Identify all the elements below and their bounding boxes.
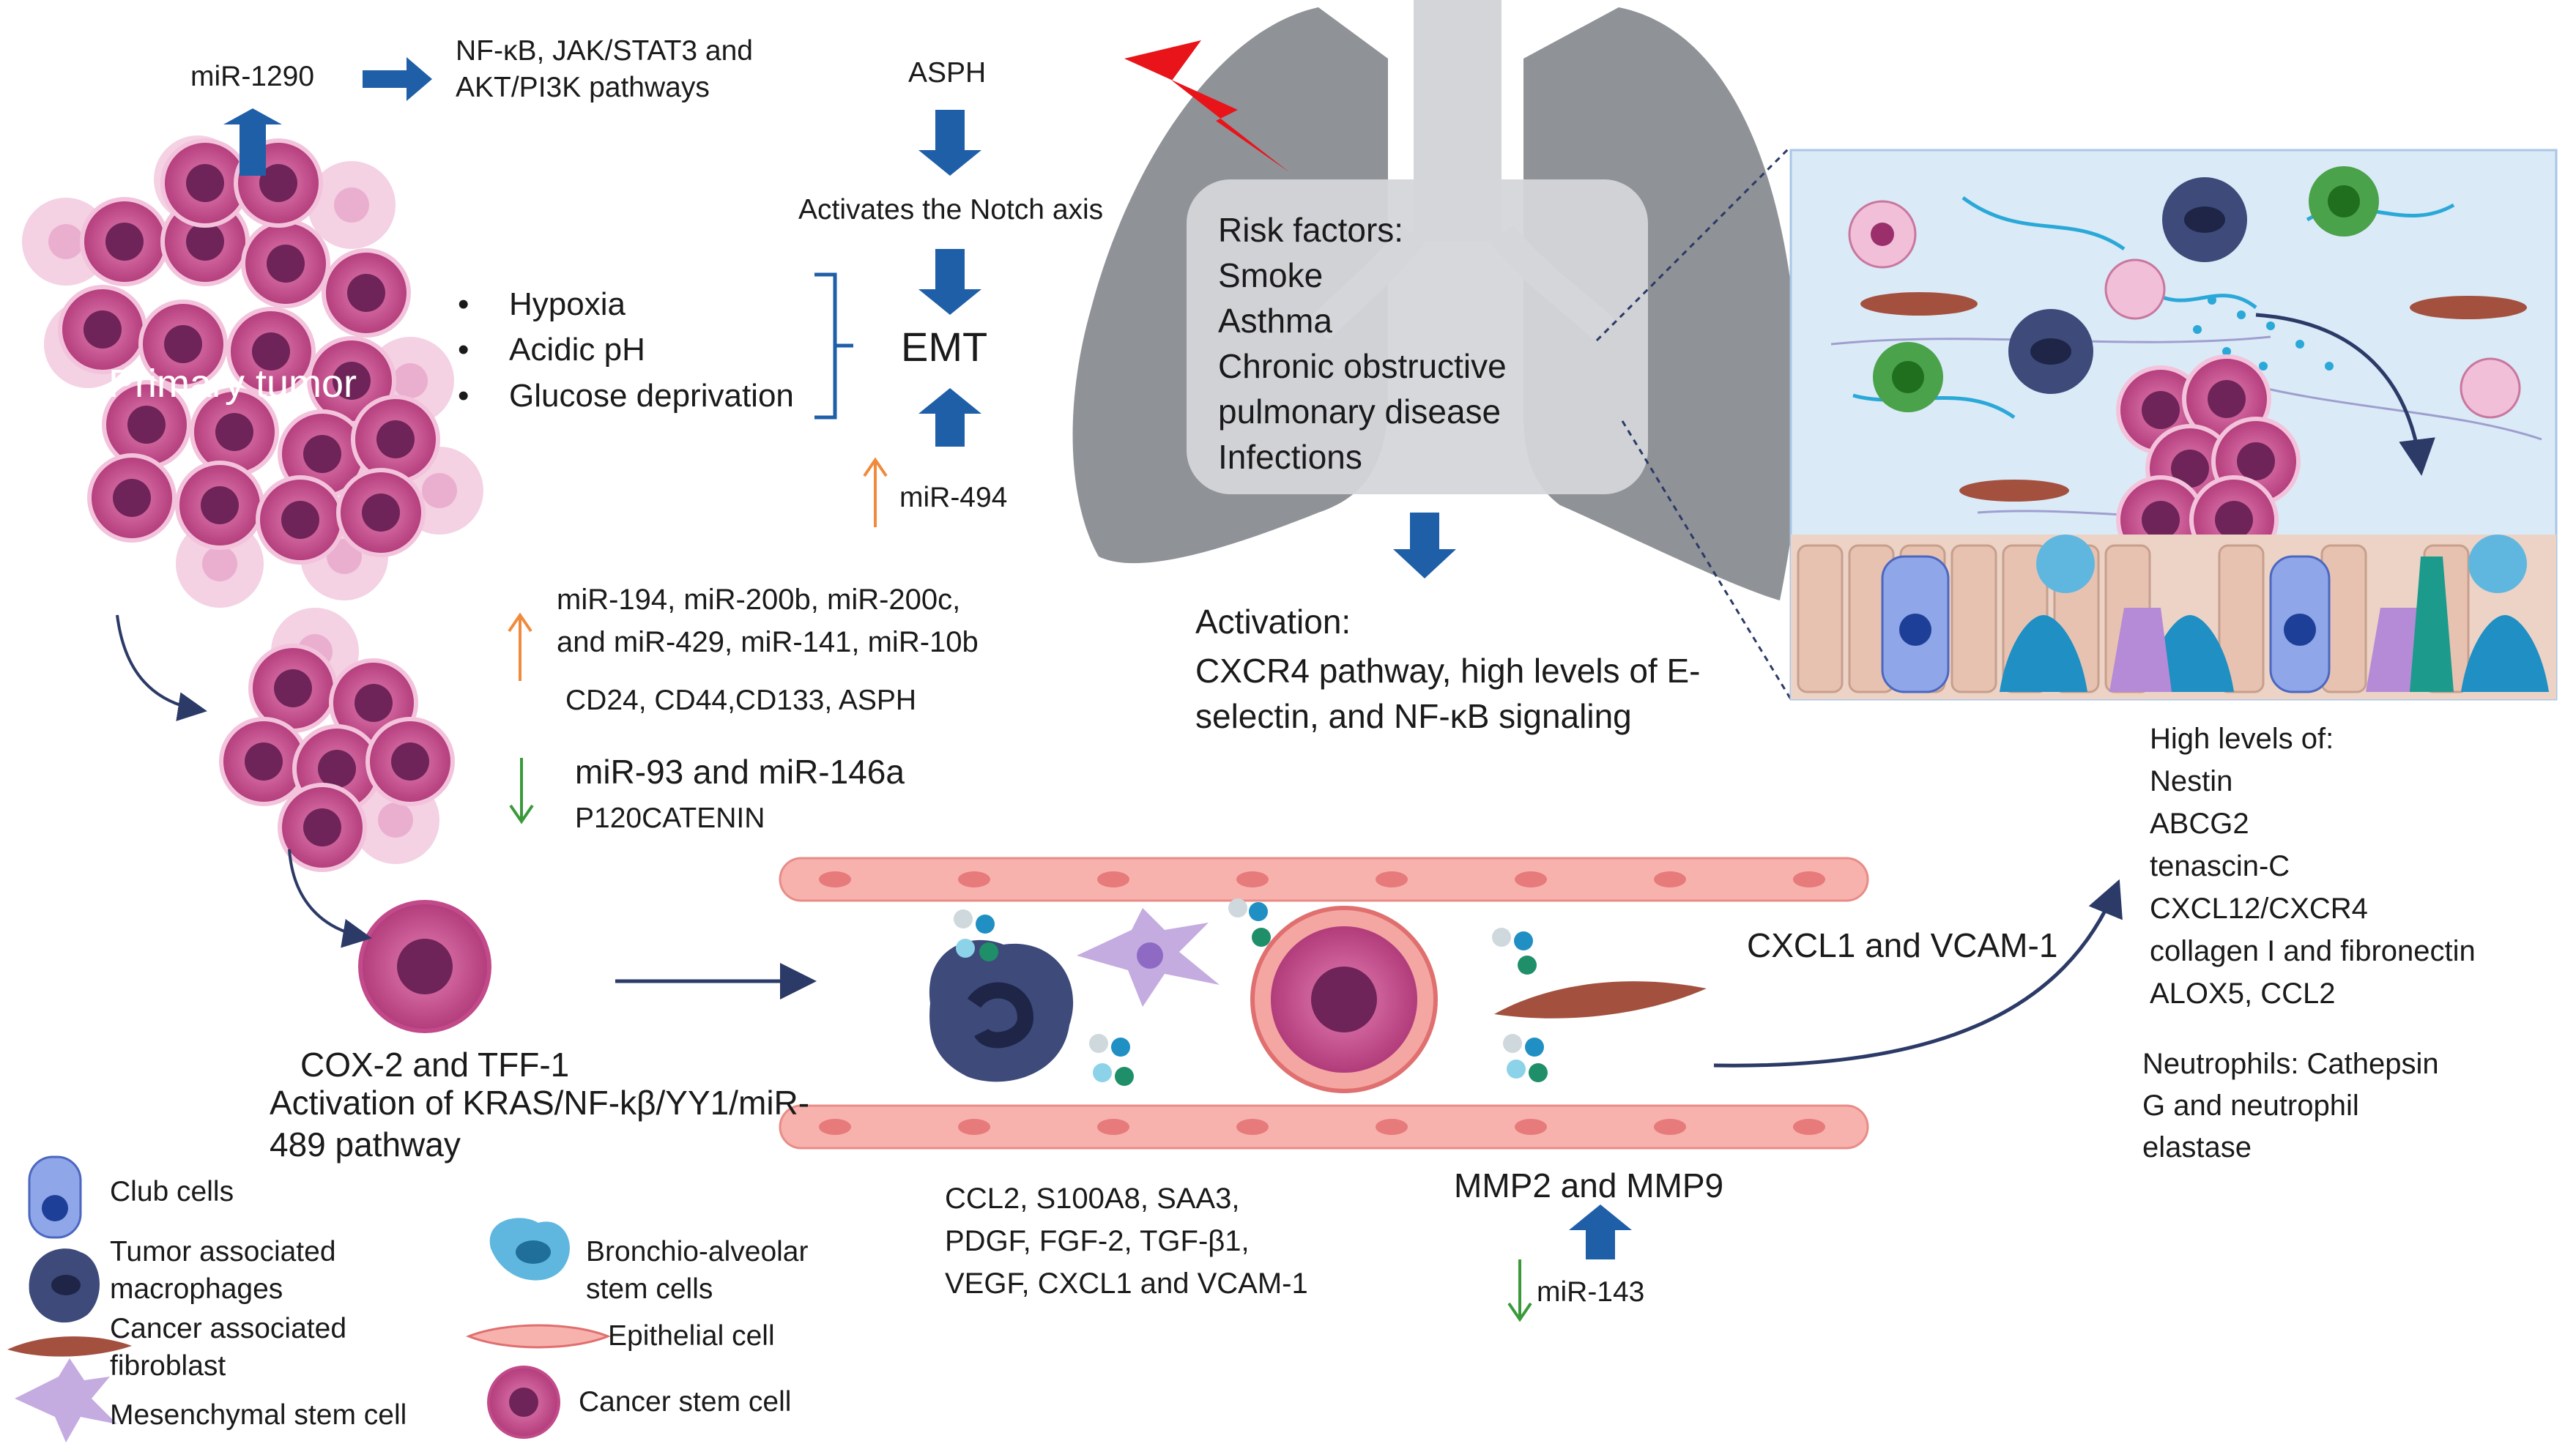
mmp-label: MMP2 and MMP9 [1454, 1166, 1724, 1205]
legend-epithelial-cell: Epithelial cell [608, 1320, 775, 1352]
secreted-factors: CCL2, S100A8, SAA3, PDGF, FGF-2, TGF-β1,… [945, 1183, 1308, 1300]
risk-factor-infections: Infections [1218, 438, 1362, 476]
risk-factors-list: Smoke Asthma Chronic obstructive pulmona… [1218, 253, 1507, 480]
legend-cancer-associated-fibroblast: Cancer associated fibroblast [110, 1313, 347, 1382]
cxcl1-vcam-label: CXCL1 and VCAM-1 [1747, 926, 2058, 964]
emt-label: EMT [901, 324, 988, 370]
pathways-label: NF-κB, JAK/STAT3 and AKT/PI3K pathways [456, 35, 753, 103]
stressor-hypoxia: Hypoxia [458, 282, 794, 328]
mir-494-label: miR-494 [899, 482, 1008, 513]
notch-label: Activates the Notch axis [798, 194, 1104, 226]
primary-tumor-label: Primary tumor [108, 362, 357, 406]
lightning-bolt-icon [1124, 40, 1289, 172]
intermediate-tumor-cluster [221, 608, 453, 870]
cox-tff-label: COX-2 and TFF-1 [300, 1046, 570, 1084]
legend-icons [7, 1155, 612, 1442]
stressor-acidic-ph: Acidic pH [458, 327, 794, 373]
risk-factor-asthma: Asthma [1218, 302, 1332, 340]
kras-pathway-label: Activation of KRAS/NF-kβ/YY1/miR- 489 pa… [270, 1084, 810, 1164]
single-cancer-stem-cell [358, 900, 491, 1033]
blood-vessel [779, 857, 1869, 1150]
stressor-glucose-deprivation: Glucose deprivation [458, 373, 794, 420]
upregulated-mirnas: miR-194, miR-200b, miR-200c, and miR-429… [557, 584, 979, 658]
tumor-stressors-list: Hypoxia Acidic pH Glucose deprivation [458, 282, 794, 420]
lung-microenvironment-panel [1789, 149, 2558, 701]
activation-text: CXCR4 pathway, high levels of E- selecti… [1195, 652, 1701, 735]
p120catenin-label: P120CATENIN [575, 803, 765, 834]
asph-label: ASPH [908, 57, 987, 89]
neutrophils-label: Neutrophils: Cathepsin G and neutrophil … [2142, 1048, 2439, 1164]
risk-factors-title: Risk factors: [1218, 211, 1404, 249]
legend-mesenchymal-stem-cell: Mesenchymal stem cell [110, 1399, 407, 1431]
risk-factor-copd-1: Chronic obstructive [1218, 347, 1507, 385]
risk-factor-smoke: Smoke [1218, 256, 1324, 294]
legend-tumor-associated-macrophages: Tumor associated macrophages [110, 1236, 336, 1305]
stem-markers: CD24, CD44,CD133, ASPH [565, 685, 917, 716]
lungs-illustration [1072, 0, 1801, 600]
mir-143-label: miR-143 [1537, 1276, 1645, 1308]
downregulated-mirnas: miR-93 and miR-146a [575, 753, 905, 791]
risk-factor-copd-2: pulmonary disease [1218, 392, 1502, 431]
legend-cancer-stem-cell: Cancer stem cell [579, 1386, 792, 1418]
mir-1290-label: miR-1290 [190, 61, 315, 92]
legend-bronchio-alveolar-stem-cells: Bronchio-alveolar stem cells [586, 1236, 809, 1305]
high-levels-list: High levels of: Nestin ABCG2 tenascin-C … [2150, 723, 2476, 1010]
activation-title: Activation: [1195, 603, 1351, 641]
legend-club-cells: Club cells [110, 1176, 234, 1207]
